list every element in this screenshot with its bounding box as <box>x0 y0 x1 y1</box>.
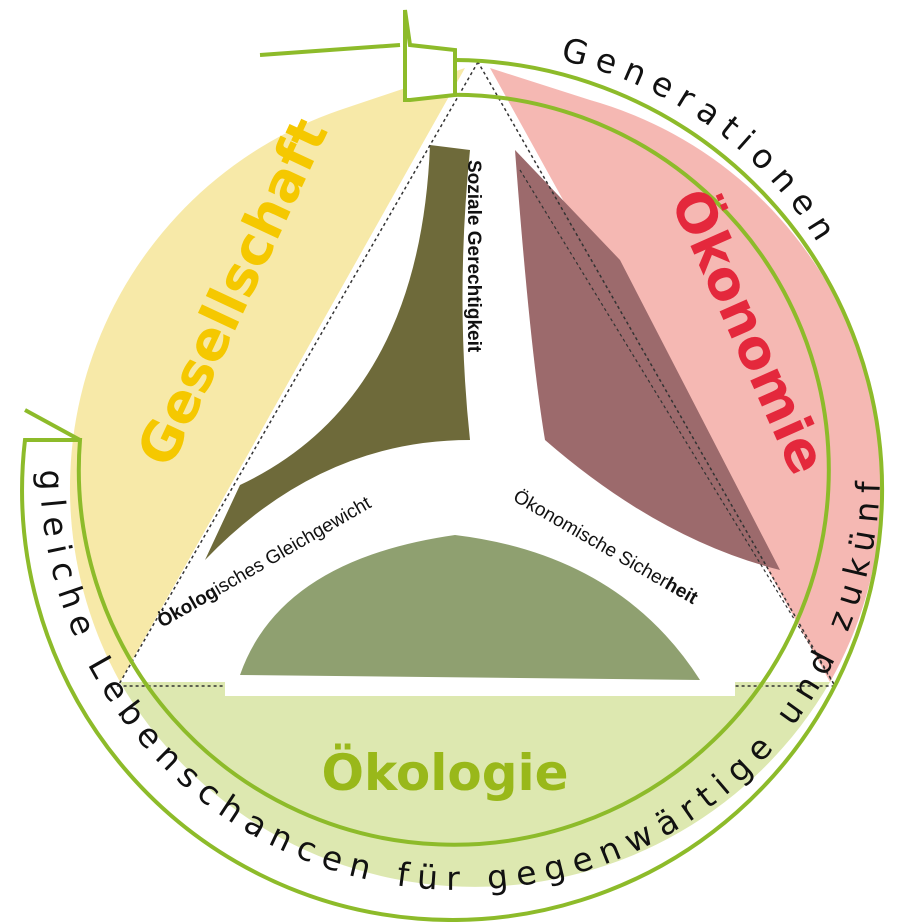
society-photo <box>205 145 470 560</box>
arrow-head <box>403 9 457 102</box>
left-ring-notch <box>24 408 81 442</box>
ecology-label: Ökologie <box>321 743 568 802</box>
inner-dashed-line <box>519 169 836 687</box>
dashed-triangle <box>116 60 837 687</box>
economy-photo <box>515 150 780 570</box>
ring-outline <box>20 58 885 922</box>
social-justice-label: Soziale Gerechtigkeit <box>463 160 484 353</box>
ring-inner-arrow <box>259 43 401 57</box>
society-sector <box>69 68 465 682</box>
ecology-photo <box>240 535 700 680</box>
base-band <box>225 682 735 696</box>
ecology-sector <box>120 682 830 887</box>
economy-sector <box>490 68 882 682</box>
